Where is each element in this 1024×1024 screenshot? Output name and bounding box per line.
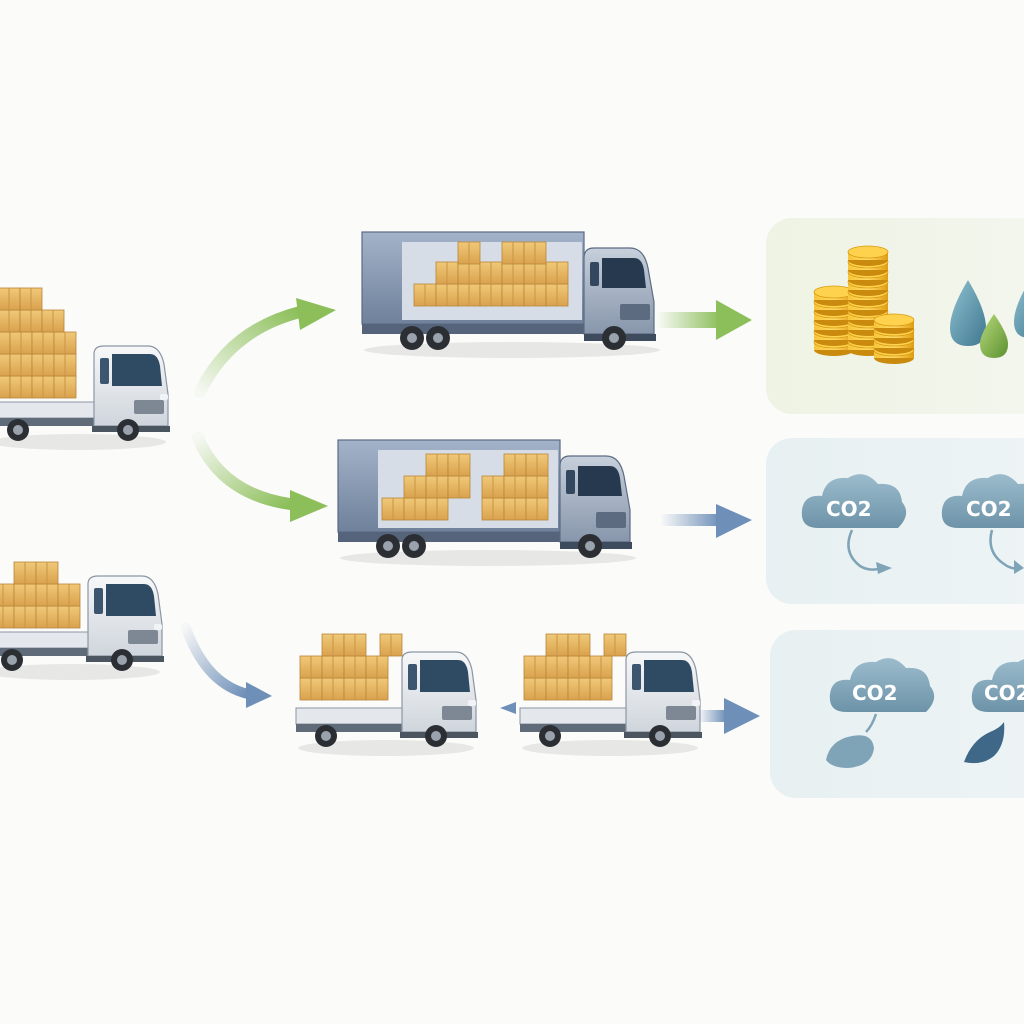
arrow-to-emissions-small [698,698,760,734]
coin-stack-icon [873,313,915,365]
source-truck-large [0,287,171,451]
co2-label: CO2 [984,681,1024,705]
arrow-to-savings [656,300,752,340]
co2-cloud-icon: CO2 [801,474,907,574]
small-connector-arrow [500,702,516,714]
co2-label: CO2 [852,681,898,705]
fuel-drop-icon [980,314,1008,358]
co2-label: CO2 [826,497,872,521]
co2-cloud-icon: CO2 [964,659,1024,764]
co2-label: CO2 [966,497,1012,521]
curved-arrow-up-green [194,298,336,398]
fuel-drop-icon [1014,290,1024,338]
co2-cloud-icon: CO2 [941,474,1024,574]
middle-truck-center [337,439,637,567]
middle-truck-small-1 [295,633,479,757]
source-truck-small [0,561,165,681]
savings-panel [766,218,1024,414]
middle-truck-small-2 [519,633,703,757]
curved-arrow-down-green [192,432,328,522]
co2-cloud-icon: CO2 [826,658,935,768]
emissions-panel-small: CO2 CO2 [770,630,1024,798]
fuel-drop-icon [950,280,986,346]
arrow-to-emissions-medium [660,504,752,538]
curved-arrow-down-blue [181,623,272,708]
emissions-panel-medium: CO2 CO2 [766,438,1024,604]
middle-truck-top [361,231,661,359]
